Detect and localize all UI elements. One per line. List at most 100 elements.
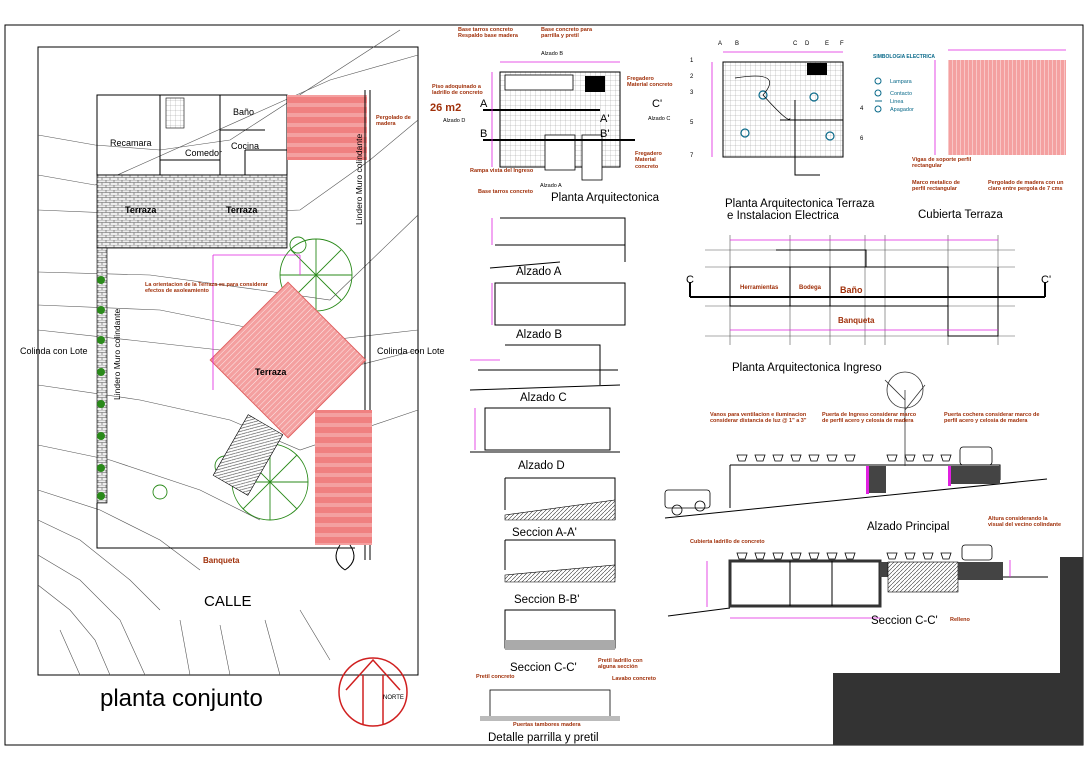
axis-label: D [805,41,810,47]
electrical-plan: A B C D E F 1 2 3 4 5 6 7 SIMBOLOGIA ELE… [690,41,935,222]
legend-item: Linea [890,99,904,105]
detail-grill: Detalle parrilla y pretil [480,689,620,744]
front-elevation: Alzado Principal [664,371,1048,533]
room-label: Baño [840,285,863,295]
section-mark: C [686,274,694,286]
lamp-icon [874,77,882,85]
axis-label: A [718,41,722,47]
plan-title: Planta Arquitectonica [551,192,660,204]
neighbor-label-left: Colinda con Lote [20,346,88,356]
rotated-terrace [209,281,367,439]
room-label: Baño [233,107,254,117]
entry-plan: C C' Herramientas Bodega Baño Banqueta P… [686,235,1051,374]
plan-terraza: A A' B B' C' 26 m2 Alzado A Alzado B Alz… [430,51,670,204]
section-mark: A' [600,113,609,125]
street-label: CALLE [204,593,252,610]
pergola-plan [287,95,367,160]
axis-label: 4 [860,106,864,112]
axis-label: 3 [690,90,694,96]
dark-block-upper [1060,557,1083,673]
legend-item: Apagador [890,107,914,113]
site-plan: Recamara Comedor Baño Cocina Terraza Ter… [20,29,445,727]
car-icon [961,544,993,561]
section-mark: B' [600,128,609,140]
plan-title: Planta Arquitectonica Terraza [725,198,875,210]
north-arrow-icon [338,657,408,727]
axis-label: B [735,41,739,47]
room-label: Herramientas [740,285,779,291]
section-cc: Seccion C-C' [667,544,1048,627]
room-label: Banqueta [838,316,875,325]
elevation-ref: Alzado D [443,118,465,124]
axis-label: F [840,41,844,47]
site-plan-title: planta conjunto [100,685,263,712]
axis-label: 2 [690,74,694,80]
roof-pergola [948,60,1066,155]
house-outline [96,94,288,176]
sidewalk-label: Banqueta [203,556,240,565]
legend-title: SIMBOLOGIA ELECTRICA [873,54,935,60]
terrace-label: Terraza [255,367,287,377]
entry-room-labels: Herramientas Bodega Baño Banqueta [740,285,875,325]
axis-label: C [793,41,798,47]
lamp-icon [740,90,835,141]
neighbor-label-right: Colinda con Lote [377,346,445,356]
sheet-border [4,24,1084,746]
axis-labels: A B C D E F 1 2 3 4 5 6 7 [690,41,864,159]
legend-item: Contacto [890,91,912,97]
section-mark: B [480,128,487,140]
section-title: Seccion C-C' [871,615,938,627]
section-title: Seccion A-A' [512,527,577,539]
wall-label-right: Lindero Muro colindante [354,134,364,225]
section-title: Seccion B-B' [514,594,579,606]
contour-lines [37,29,419,676]
elevation-ref: Alzado C [648,116,670,122]
section-mark: C' [1041,274,1051,286]
stairs [165,97,185,129]
terrace-label: Terraza [226,205,258,215]
axis-label: 5 [690,120,694,126]
legend: Lampara Contacto Linea Apagador [874,77,914,113]
shrubs [97,276,105,500]
plan-title: Cubierta Terraza [918,209,1003,221]
elevation-ref: Alzado B [541,51,563,57]
plan-subtitle: e Instalacion Electrica [727,210,839,222]
tree-icon [884,371,926,466]
elevation-title: Alzado D [518,460,565,472]
north-label: NORTE [383,695,404,701]
paved-terrace [96,174,288,249]
roof-plan: Cubierta Terraza [918,49,1066,221]
detail-title: Detalle parrilla y pretil [488,732,599,744]
room-label: Comedor [185,148,222,158]
elevation-title: Alzado A [516,266,562,278]
room-label: Bodega [799,285,822,291]
axis-label: 6 [860,136,864,142]
dark-block [833,673,1083,745]
wall-label-left: Lindero Muro colindante [112,309,122,400]
axis-label: 7 [690,153,694,159]
room-label: Cocina [231,141,259,151]
switch-icon [874,105,882,113]
plan-title: Planta Arquitectonica Ingreso [732,362,882,374]
pergola-entry [315,410,372,545]
elevation-title: Alzado Principal [867,521,949,533]
section-mark: C' [652,98,662,110]
elevation-title: Alzado C [520,392,567,404]
outlet-icon [874,89,882,97]
section-title: Seccion C-C' [510,662,577,674]
elevation-ref: Alzado A [540,183,562,189]
elevation-title: Alzado B [516,329,562,341]
axis-label: 1 [690,58,694,64]
legend-item: Lampara [890,79,913,85]
car-icon [664,446,993,516]
room-label: Recamara [110,138,152,148]
planter-row [736,552,952,560]
section-mark: A [480,98,488,110]
area-label: 26 m2 [430,102,461,114]
elevations: Alzado A Alzado B Alzado C Alzado D Secc… [469,217,626,674]
stairs [212,414,284,496]
planter-row [736,454,952,462]
axis-label: E [825,41,829,47]
terrace-label: Terraza [125,205,157,215]
